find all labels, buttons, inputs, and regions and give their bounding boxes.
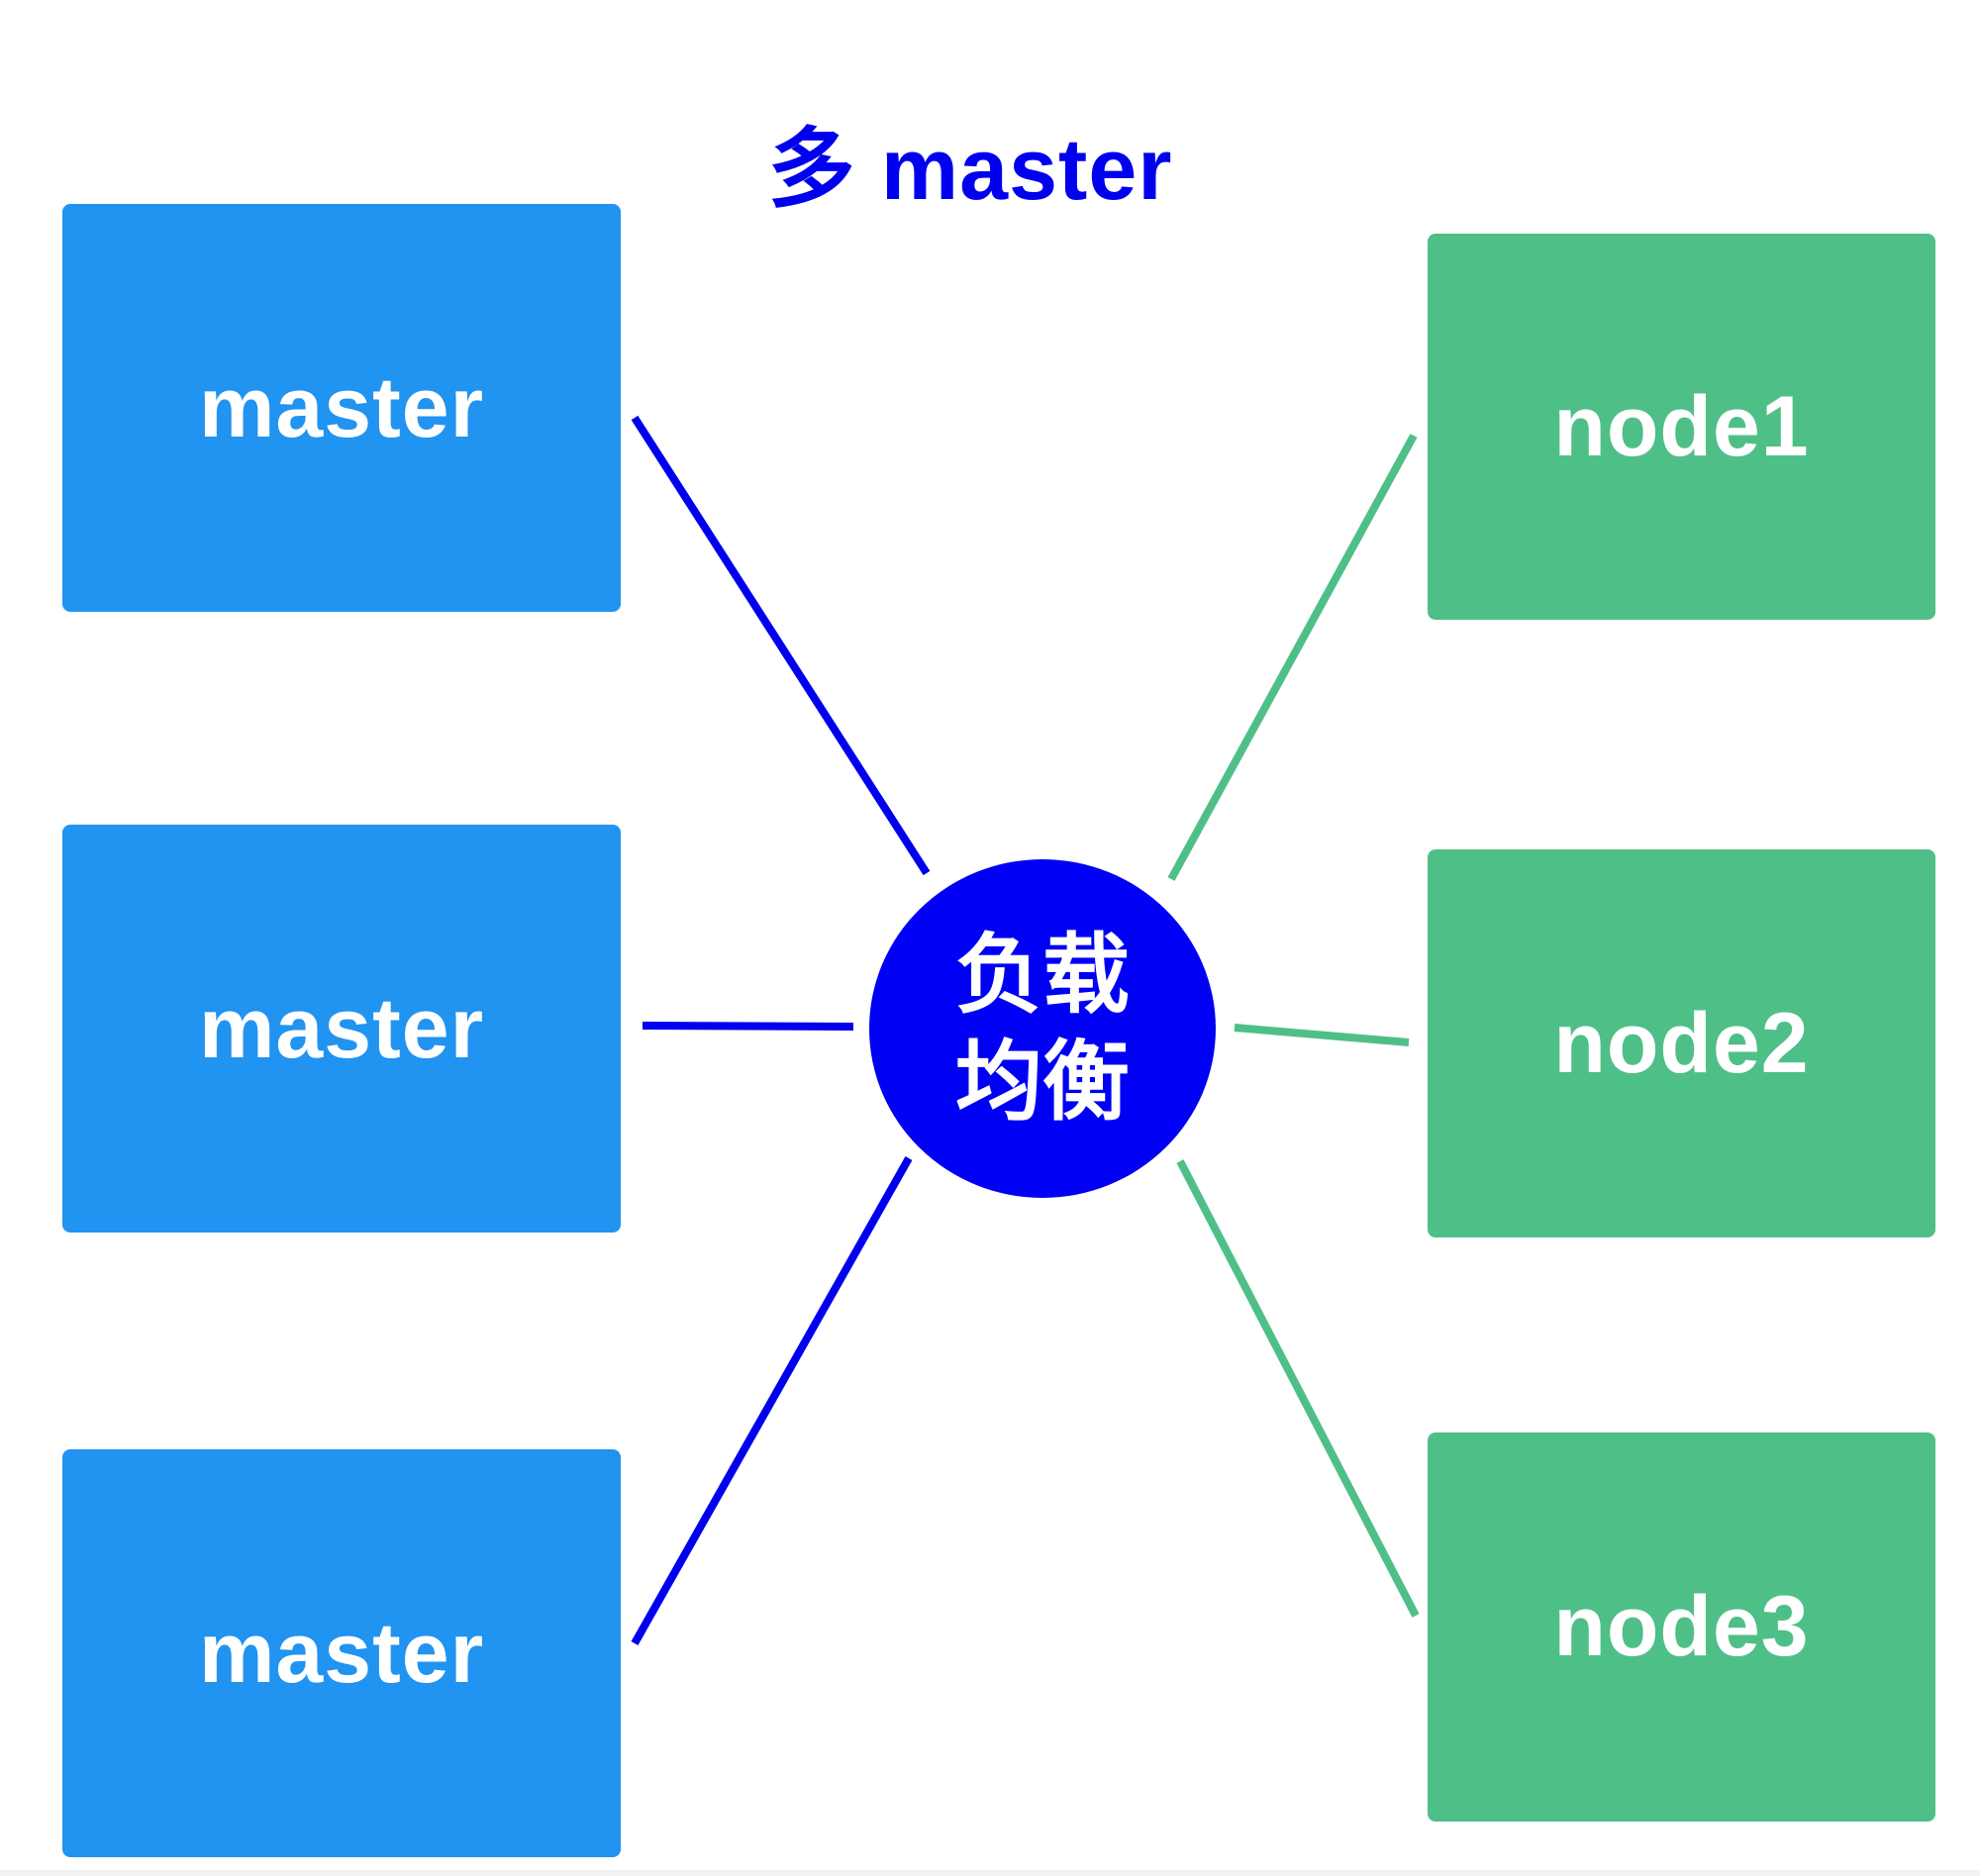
master-box-3: master <box>62 1449 621 1857</box>
node-box-1: node1 <box>1428 234 1935 620</box>
load-balancer-label: 负载均衡 <box>954 924 1130 1133</box>
link-hub-to-node2 <box>1234 1024 1410 1046</box>
master-label: master <box>198 980 485 1076</box>
link-master-2-to-hub <box>642 1022 854 1031</box>
node-label: node1 <box>1553 378 1810 474</box>
diagram-title: 多 master <box>767 120 1173 218</box>
link-hub-to-node3 <box>1176 1159 1420 1618</box>
load-balancer-node: 负载均衡 <box>869 859 1216 1198</box>
link-master-3-to-hub <box>631 1156 913 1645</box>
master-label: master <box>198 1605 485 1701</box>
link-hub-to-node1 <box>1167 434 1418 881</box>
node-box-3: node3 <box>1428 1432 1935 1822</box>
node-label: node3 <box>1553 1579 1810 1674</box>
link-master-1-to-hub <box>631 415 931 876</box>
bottom-divider <box>0 1870 1980 1876</box>
node-box-2: node2 <box>1428 849 1935 1237</box>
master-box-1: master <box>62 204 621 612</box>
master-label: master <box>198 359 485 455</box>
master-box-2: master <box>62 825 621 1233</box>
node-label: node2 <box>1553 995 1810 1091</box>
